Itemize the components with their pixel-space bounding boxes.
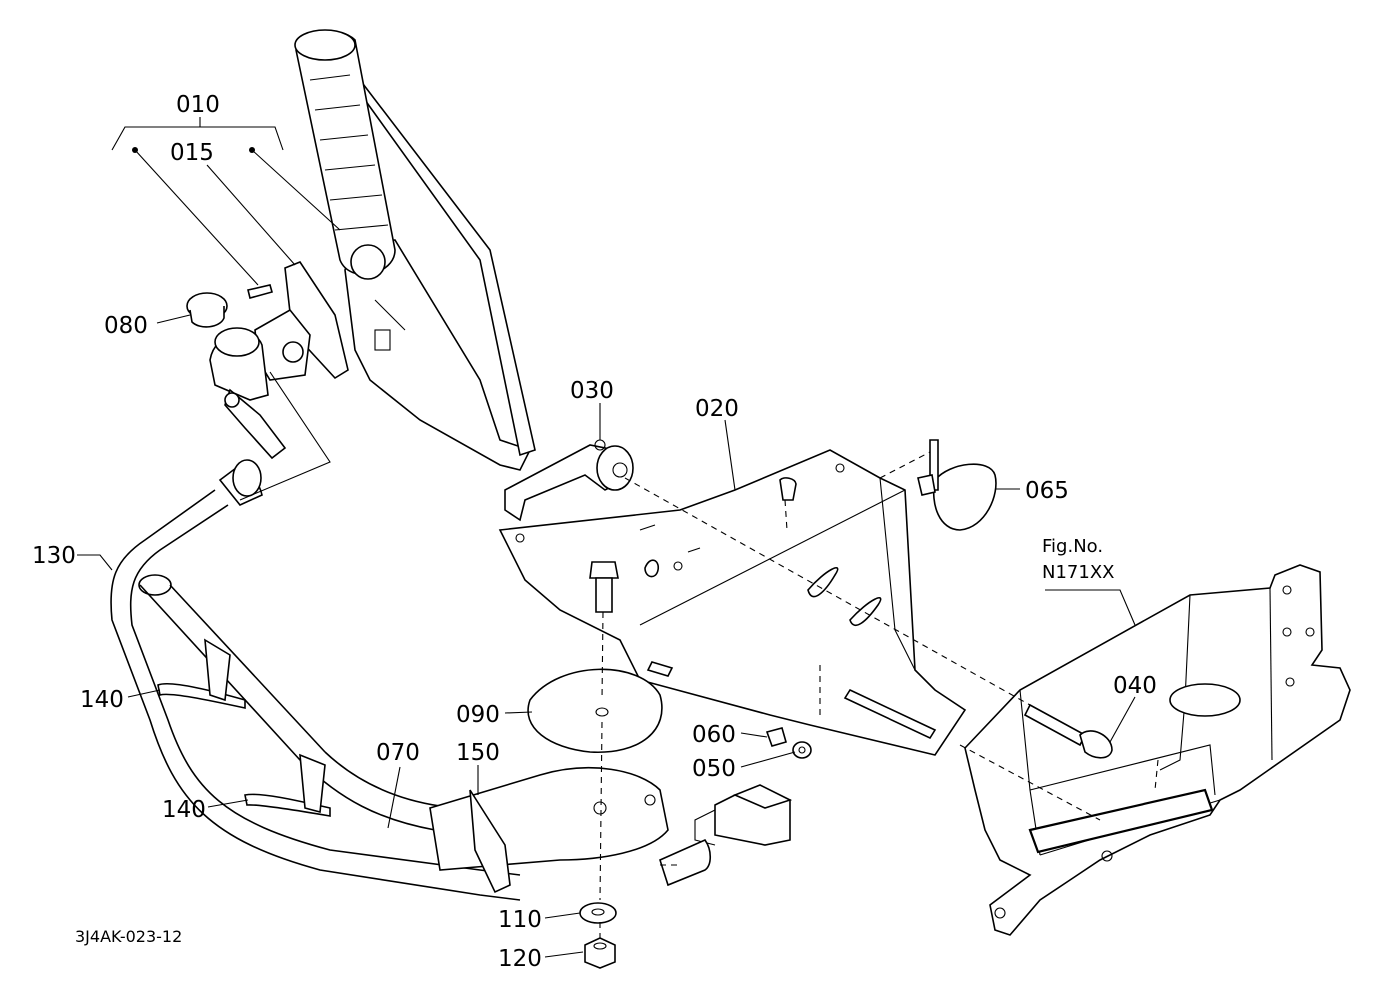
leader-lines: [77, 117, 1136, 958]
pedal-grip: [294, 29, 396, 280]
callout-050: 050: [692, 756, 736, 782]
nut-060: [765, 727, 787, 747]
callout-110: 110: [498, 907, 542, 933]
harness-pipe-130: [110, 459, 521, 901]
bolt-040: [1023, 703, 1113, 759]
callout-090: 090: [456, 702, 500, 728]
sensor-bracket-010: [209, 261, 349, 460]
callout-060: 060: [692, 722, 736, 748]
assembly-lines: [239, 371, 1159, 938]
clamps-140: [157, 638, 331, 817]
callout-140-upper: 140: [80, 687, 124, 713]
fig-ref-line2: N171XX: [1042, 562, 1114, 583]
cap-080: [186, 292, 228, 328]
callout-130: 130: [32, 543, 76, 569]
callout-070: 070: [376, 740, 420, 766]
callout-030: 030: [570, 378, 614, 404]
plate-090: [527, 668, 663, 753]
figure-code: 3J4AK-023-12: [75, 927, 182, 946]
pedal-arm-030: [504, 439, 634, 522]
callout-150: 150: [456, 740, 500, 766]
nut-120: [584, 937, 616, 969]
cable-tie-065: [917, 439, 997, 531]
pin-hook-020: [779, 477, 797, 501]
callout-015: 015: [170, 140, 214, 166]
bolt-vertical: [589, 561, 619, 613]
callout-140-lower: 140: [162, 797, 206, 823]
callout-040: 040: [1113, 673, 1157, 699]
pedal-bracket-020: [498, 449, 967, 756]
washer-050: [792, 741, 812, 759]
sensor-150: [429, 766, 793, 894]
callout-120: 120: [498, 946, 542, 972]
washer-110: [579, 902, 617, 924]
callout-010: 010: [176, 92, 220, 118]
callout-labels: 010 015 080 130 140 140 070 150 090 030 …: [32, 92, 1157, 972]
callout-065: 065: [1025, 478, 1069, 504]
callout-080: 080: [104, 313, 148, 339]
callout-020: 020: [695, 396, 739, 422]
fig-ref-line1: Fig.No.: [1042, 536, 1103, 557]
chassis-frame: [964, 564, 1351, 936]
